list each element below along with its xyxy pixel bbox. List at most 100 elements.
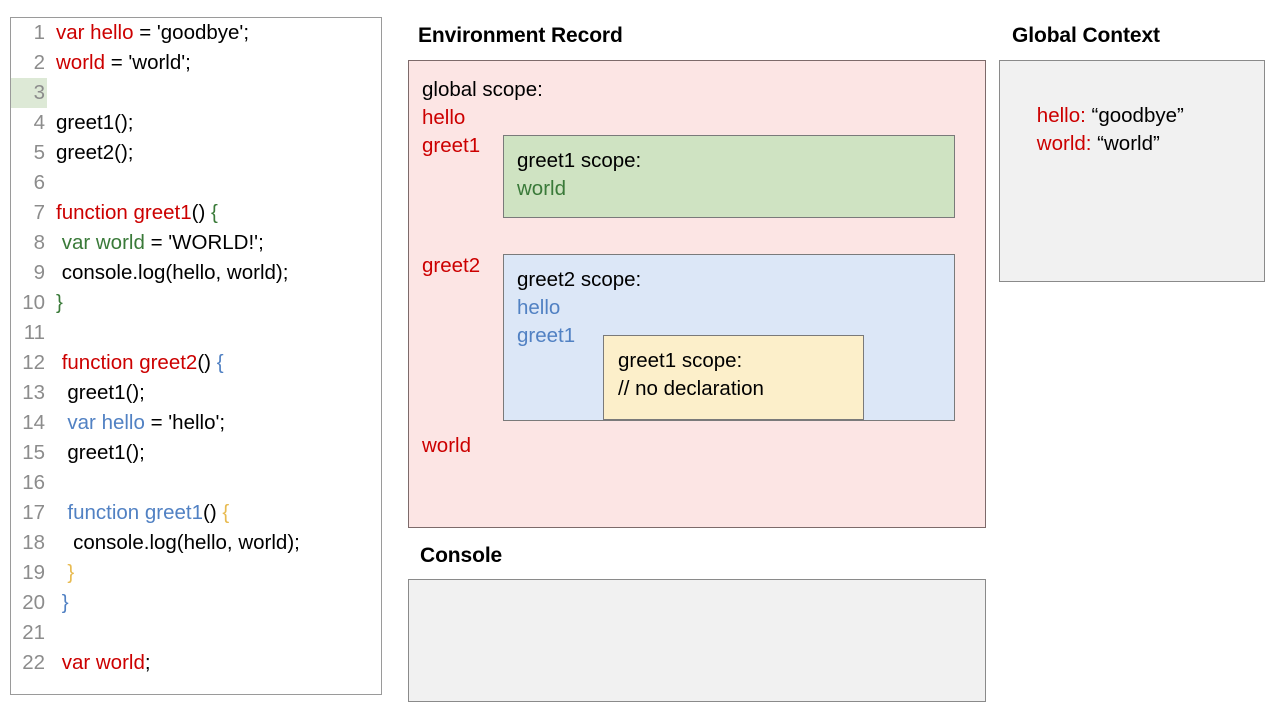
code-line[interactable]: 12 function greet2() { (11, 348, 381, 378)
code-token: } (67, 561, 75, 584)
code-line[interactable]: 3 (11, 78, 381, 108)
code-line[interactable]: 22 var world; (11, 648, 381, 678)
global-context-entry: world: “world” (1014, 105, 1160, 183)
global-scope-var-world: world (422, 434, 471, 457)
code-line[interactable]: 13 greet1(); (11, 378, 381, 408)
code-line-text: var world; (47, 648, 151, 678)
code-token: var world (61, 651, 145, 674)
code-line-text: greet1(); (47, 378, 145, 408)
code-token (56, 411, 67, 434)
code-line[interactable]: 17 function greet1() { (11, 498, 381, 528)
code-line-text: greet1(); (47, 108, 133, 138)
code-line[interactable]: 19 } (11, 558, 381, 588)
greet1-inner-scope-heading: greet1 scope: (618, 349, 743, 372)
code-token: greet2(); (56, 141, 134, 164)
code-token: () (203, 501, 223, 524)
code-line-number: 13 (22, 381, 45, 404)
code-line-number: 15 (22, 441, 45, 464)
code-line-number: 20 (22, 591, 45, 614)
code-line[interactable]: 11 (11, 318, 381, 348)
greet2-scope-box: greet2 scope: hello greet1 greet1 scope:… (503, 254, 955, 421)
code-token: { (210, 201, 218, 224)
global-context-box: hello: “goodbye” world: “world” (999, 60, 1265, 282)
code-line[interactable]: 6 (11, 168, 381, 198)
code-token: ; (144, 651, 151, 674)
code-token: () (197, 351, 217, 374)
console-title: Console (420, 544, 503, 567)
code-token: = 'world'; (105, 51, 191, 74)
code-token (56, 561, 67, 584)
code-line-text: console.log(hello, world); (47, 258, 289, 288)
code-token: greet1(); (56, 381, 145, 404)
console-output-box[interactable] (408, 579, 986, 702)
code-line-number: 16 (22, 471, 45, 494)
code-line-number: 9 (33, 261, 45, 284)
code-line[interactable]: 15 greet1(); (11, 438, 381, 468)
code-line-text: var hello = 'hello'; (47, 408, 225, 438)
code-line-text: world = 'world'; (47, 48, 191, 78)
global-context-entry-value: “world” (1091, 132, 1160, 155)
greet1-scope-box: greet1 scope: world (503, 135, 955, 218)
code-line-number: 14 (22, 411, 45, 434)
code-line[interactable]: 16 (11, 468, 381, 498)
code-token: world (56, 51, 105, 74)
greet2-scope-heading: greet2 scope: (517, 268, 642, 291)
code-line-number: 18 (22, 531, 45, 554)
code-line[interactable]: 14 var hello = 'hello'; (11, 408, 381, 438)
global-scope-var-greet1: greet1 (422, 134, 481, 157)
code-line-text: } (47, 288, 63, 318)
global-context-entry-value: “goodbye” (1085, 104, 1184, 127)
code-line-text: function greet1() { (47, 498, 229, 528)
code-line-text: greet2(); (47, 138, 133, 168)
global-context-entry: hello: “goodbye” (1014, 77, 1184, 155)
code-token: } (56, 291, 63, 314)
code-line-number: 8 (33, 231, 45, 254)
code-token: var hello (67, 411, 145, 434)
code-line-number: 5 (33, 141, 45, 164)
code-line[interactable]: 8 var world = 'WORLD!'; (11, 228, 381, 258)
global-context-entry-key: hello: (1036, 104, 1086, 127)
code-line-number: 6 (33, 171, 45, 194)
code-token: = 'goodbye'; (133, 21, 250, 44)
code-line[interactable]: 9 console.log(hello, world); (11, 258, 381, 288)
code-token: greet1(); (56, 111, 134, 134)
greet1-inner-scope-note: // no declaration (618, 377, 764, 400)
code-line-text: function greet1() { (47, 198, 218, 228)
code-line[interactable]: 10} (11, 288, 381, 318)
code-token (56, 501, 67, 524)
code-line-text: } (47, 558, 74, 588)
code-token: } (61, 591, 69, 614)
code-line-number: 21 (22, 621, 45, 644)
code-token: var world (61, 231, 145, 254)
code-token: { (216, 351, 224, 374)
code-token: var hello (56, 21, 134, 44)
code-token: = 'WORLD!'; (144, 231, 264, 254)
greet1-scope-var-world: world (517, 177, 566, 200)
code-line-number: 3 (11, 78, 47, 108)
code-line-text: var world = 'WORLD!'; (47, 228, 264, 258)
code-token: function greet1 (67, 501, 204, 524)
code-line-text: } (47, 588, 69, 618)
code-line-text: console.log(hello, world); (47, 528, 300, 558)
global-scope-var-hello: hello (422, 106, 466, 129)
code-line[interactable]: 21 (11, 618, 381, 648)
greet2-scope-var-hello: hello (517, 296, 561, 319)
global-scope-heading: global scope: (422, 78, 543, 101)
code-line-text: function greet2() { (47, 348, 224, 378)
code-line-number: 17 (22, 501, 45, 524)
code-line[interactable]: 5 greet2(); (11, 138, 381, 168)
code-line-number: 7 (33, 201, 45, 224)
code-line[interactable]: 20 } (11, 588, 381, 618)
code-line-number: 11 (23, 321, 45, 344)
global-context-entry-key: world: (1036, 132, 1092, 155)
code-token: console.log(hello, world); (56, 261, 289, 284)
code-token: { (222, 501, 230, 524)
global-scope-box: global scope: hello greet1 greet2 world … (408, 60, 986, 528)
code-line[interactable]: 18 console.log(hello, world); (11, 528, 381, 558)
